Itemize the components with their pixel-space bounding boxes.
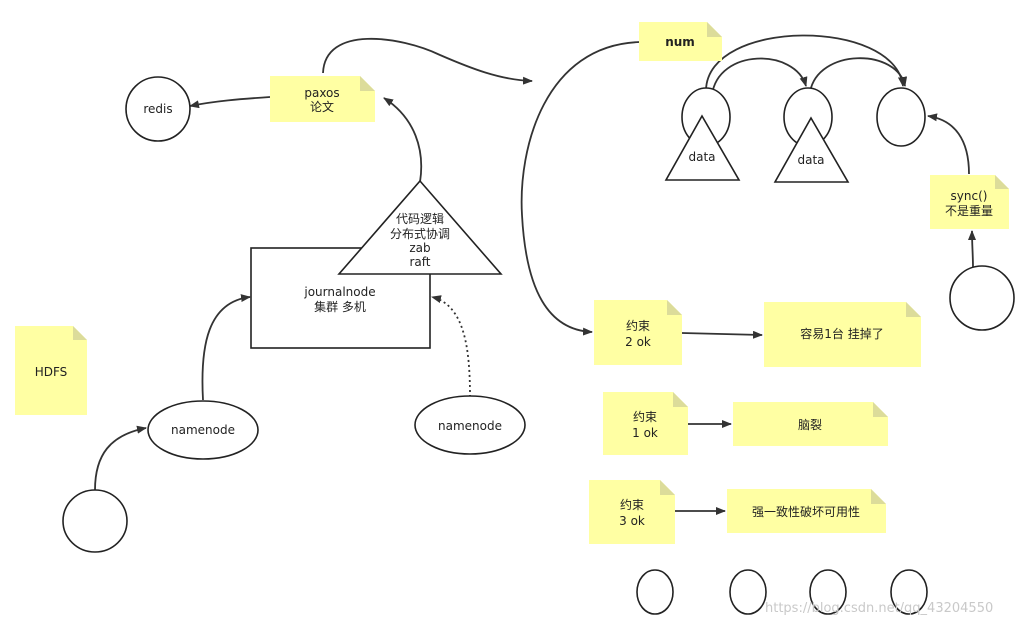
constraint-3-note[interactable]: 约束 3 ok xyxy=(589,480,675,544)
edge-circle-1-to-circle-3 xyxy=(705,34,906,91)
constraint-1-note[interactable]: 约束 1 ok xyxy=(603,392,688,455)
result-3-note[interactable]: 强一致性破坏可用性 xyxy=(727,489,886,533)
triangle-line-2: 分布式协调 xyxy=(390,226,450,241)
edge-circle-right-to-sync xyxy=(968,230,977,269)
edge-sync-to-circle-3 xyxy=(927,113,970,175)
namenode-right-label: namenode xyxy=(438,419,502,433)
constraint-3-line-1: 约束 xyxy=(620,497,644,512)
circle-node-bottom-3[interactable] xyxy=(809,569,847,615)
coordination-triangle[interactable]: 代码逻辑 分布式协调 zab raft xyxy=(337,179,503,275)
journalnode-box[interactable]: journalnode 集群 多机 xyxy=(250,247,431,349)
journalnode-line-2: 集群 多机 xyxy=(314,299,366,314)
constraint-1-line-2: 1 ok xyxy=(632,426,658,440)
result-2-label: 容易1台 挂掉了 xyxy=(800,326,883,341)
result-1-note[interactable]: 脑裂 xyxy=(733,402,888,446)
circle-node-right[interactable] xyxy=(949,265,1015,331)
triangle-line-4: raft xyxy=(409,255,430,269)
circle-node-bottom-2[interactable] xyxy=(729,569,767,615)
namenode-left-label: namenode xyxy=(171,423,235,437)
edge-namenode-left-to-journalnode xyxy=(201,294,251,401)
result-1-label: 脑裂 xyxy=(798,418,822,432)
data-a-label: data xyxy=(688,150,715,164)
edge-namenode-right-to-journalnode xyxy=(431,295,471,398)
namenode-left[interactable]: namenode xyxy=(147,400,259,460)
result-3-label: 强一致性破坏可用性 xyxy=(752,504,860,519)
constraint-1-line-1: 约束 xyxy=(633,409,657,424)
constraint-3-line-2: 3 ok xyxy=(619,514,645,528)
hdfs-label: HDFS xyxy=(35,365,68,379)
namenode-right[interactable]: namenode xyxy=(414,395,526,455)
edge-num-to-constraint-2 xyxy=(520,41,641,336)
sync-note[interactable]: sync() 不是重量 xyxy=(930,175,1009,229)
edge-constraint-2-to-result-2 xyxy=(681,330,763,339)
journalnode-line-1: journalnode xyxy=(303,285,375,299)
data-b-label: data xyxy=(797,153,824,167)
circle-node-top-right[interactable] xyxy=(876,87,926,147)
data-group-b[interactable]: data xyxy=(773,87,850,183)
edge-triangle-to-paxos xyxy=(383,97,423,183)
triangle-line-1: 代码逻辑 xyxy=(396,212,444,226)
watermark: https://blog.csdn.net/qq_43204550 xyxy=(765,601,993,616)
circle-node-bottom-left[interactable] xyxy=(62,489,128,553)
result-2-note[interactable]: 容易1台 挂掉了 xyxy=(764,302,921,367)
redis-label: redis xyxy=(143,102,172,116)
paxos-note-line-2: 论文 xyxy=(310,99,334,114)
paxos-note[interactable]: paxos 论文 xyxy=(270,76,375,122)
circle-node-bottom-1[interactable] xyxy=(636,569,674,615)
constraint-2-line-1: 约束 xyxy=(626,318,650,333)
data-group-a[interactable]: data xyxy=(664,87,741,181)
num-note-label: num xyxy=(665,35,695,49)
constraint-2-line-2: 2 ok xyxy=(625,335,651,349)
edge-circle-1-to-circle-2 xyxy=(711,57,808,96)
sync-note-line-2: 不是重量 xyxy=(945,204,993,218)
num-note[interactable]: num xyxy=(639,22,722,61)
triangle-line-3: zab xyxy=(409,241,430,255)
edge-paxos-to-redis xyxy=(189,96,271,109)
sync-note-line-1: sync() xyxy=(951,189,988,203)
edge-circle-2-to-circle-3 xyxy=(809,57,908,93)
redis-node[interactable]: redis xyxy=(125,76,191,142)
circle-node-bottom-4[interactable] xyxy=(890,569,928,615)
constraint-2-note[interactable]: 约束 2 ok xyxy=(594,300,682,365)
hdfs-note[interactable]: HDFS xyxy=(15,326,87,415)
edge-paxos-to-num xyxy=(322,37,533,85)
edge-circle-left-to-namenode-left xyxy=(94,425,147,491)
paxos-note-line-1: paxos xyxy=(304,86,339,100)
